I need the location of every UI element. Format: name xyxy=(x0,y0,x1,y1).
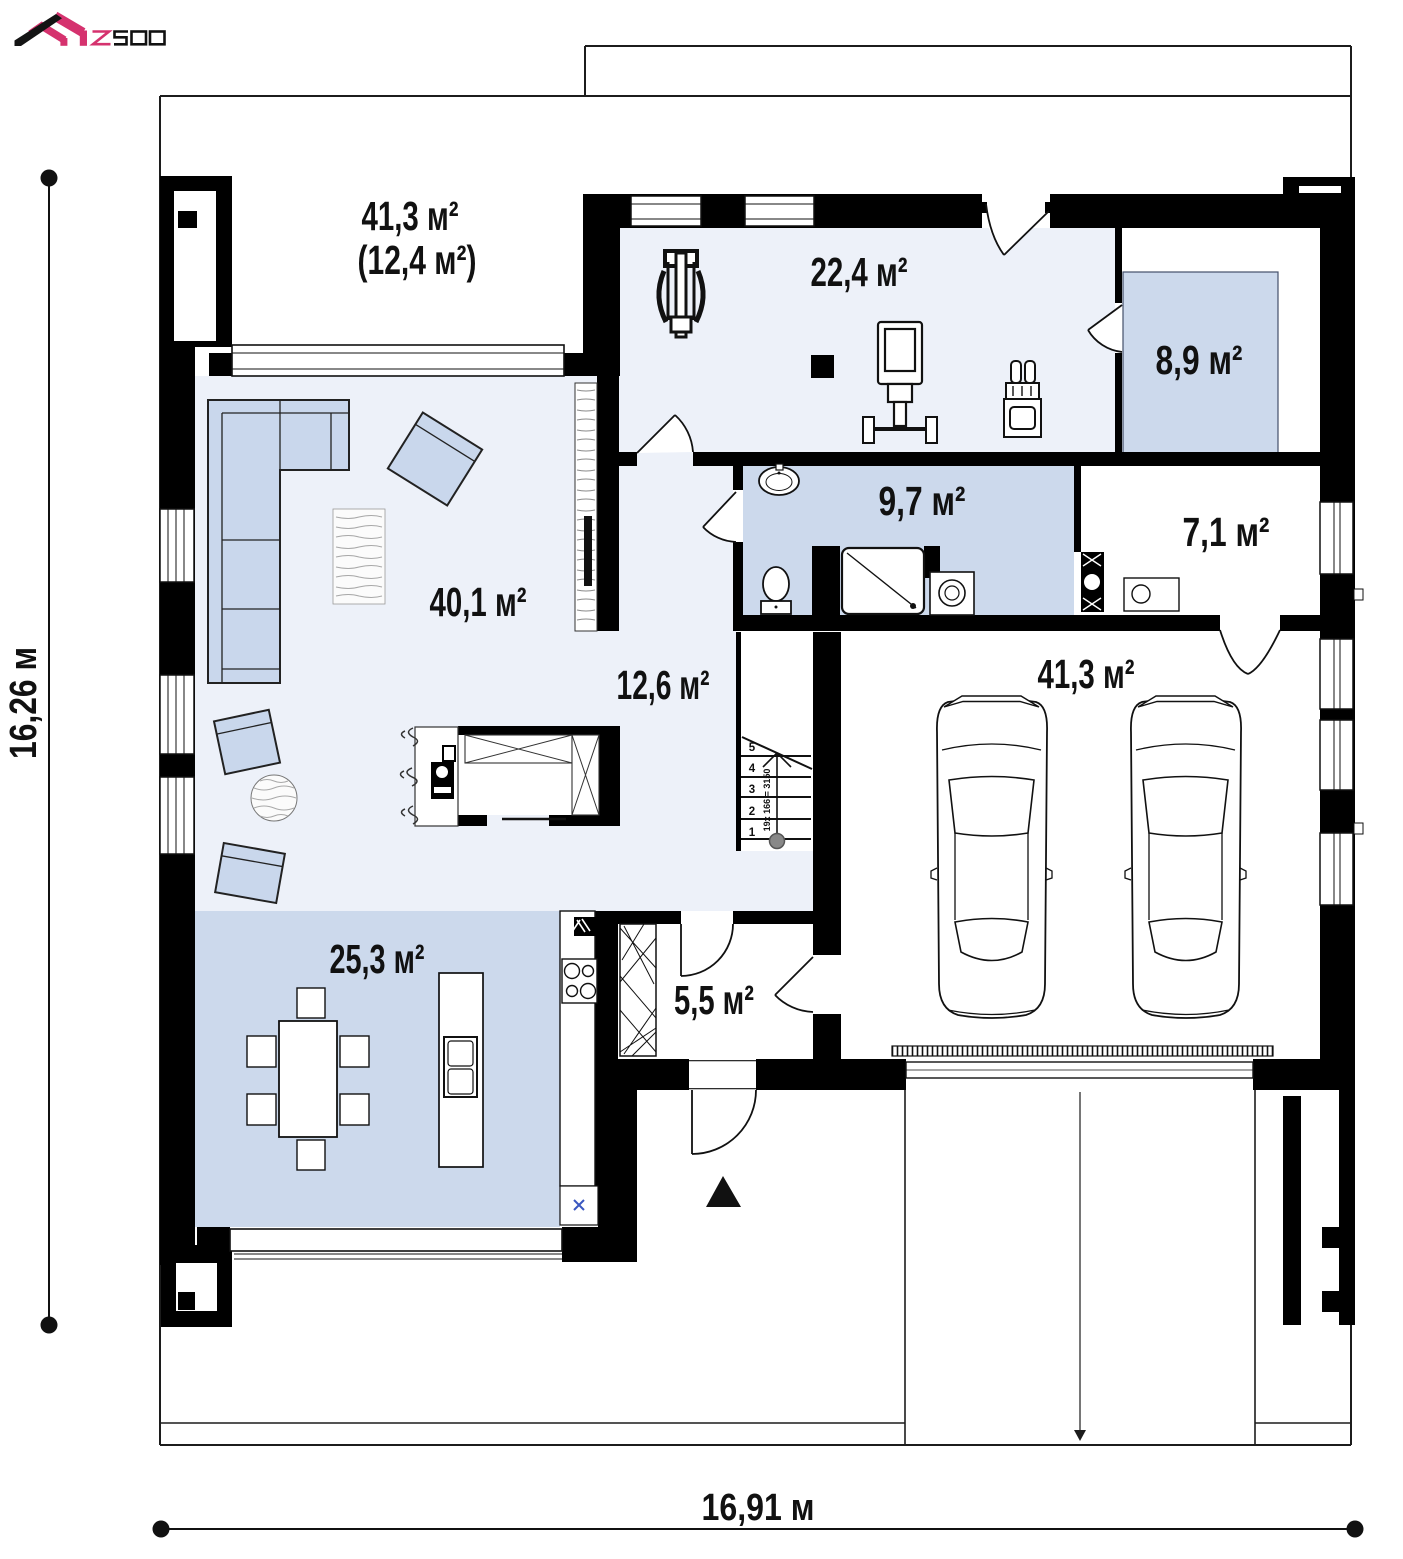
svg-text:25,3 м²: 25,3 м² xyxy=(330,936,425,982)
svg-text:5,5 м²: 5,5 м² xyxy=(674,977,754,1023)
svg-text:41,3 м²: 41,3 м² xyxy=(1038,651,1135,697)
svg-text:12,6 м²: 12,6 м² xyxy=(617,662,710,708)
svg-text:9,7 м²: 9,7 м² xyxy=(879,478,966,524)
svg-text:5: 5 xyxy=(749,742,756,754)
svg-text:3: 3 xyxy=(749,784,755,796)
svg-text:16,26 м: 16,26 м xyxy=(3,647,45,759)
svg-text:8,9 м²: 8,9 м² xyxy=(1156,337,1243,383)
svg-text:4: 4 xyxy=(749,763,756,775)
svg-text:40,1 м²: 40,1 м² xyxy=(430,579,527,625)
svg-text:7,1 м²: 7,1 м² xyxy=(1183,509,1270,555)
svg-text:1: 1 xyxy=(749,827,756,839)
svg-text:19x 166 = 3150: 19x 166 = 3150 xyxy=(762,769,772,832)
svg-text:2: 2 xyxy=(749,806,755,818)
svg-text:16,91 м: 16,91 м xyxy=(702,1487,815,1529)
svg-text:(12,4 м²): (12,4 м²) xyxy=(358,237,477,283)
svg-text:22,4 м²: 22,4 м² xyxy=(811,249,908,295)
svg-text:41,3 м²: 41,3 м² xyxy=(362,193,459,239)
